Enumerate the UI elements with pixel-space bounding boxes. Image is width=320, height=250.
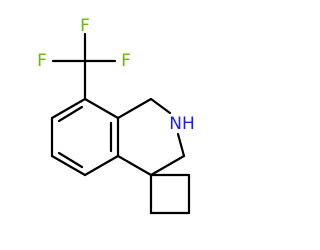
atom-f-right: F <box>121 51 131 71</box>
bond-ar-double-b <box>57 151 84 169</box>
atom-f-top: F <box>80 16 90 36</box>
bond-sat-5 <box>116 154 153 177</box>
bond-sat-2 <box>149 97 172 115</box>
molecule-structure: F F F NH <box>37 16 195 215</box>
bond-ar-double-c <box>57 105 84 123</box>
bond-sat-4 <box>149 154 186 177</box>
bond-sat-3 <box>176 132 186 158</box>
bond-ar-6 <box>50 97 87 120</box>
bond-sat-1 <box>116 97 153 120</box>
bond-ar-1 <box>83 97 120 120</box>
bond-ar-4 <box>50 154 87 177</box>
atom-nh: NH <box>169 114 195 134</box>
atom-f-left: F <box>37 51 47 71</box>
bond-ar-3 <box>83 154 120 177</box>
